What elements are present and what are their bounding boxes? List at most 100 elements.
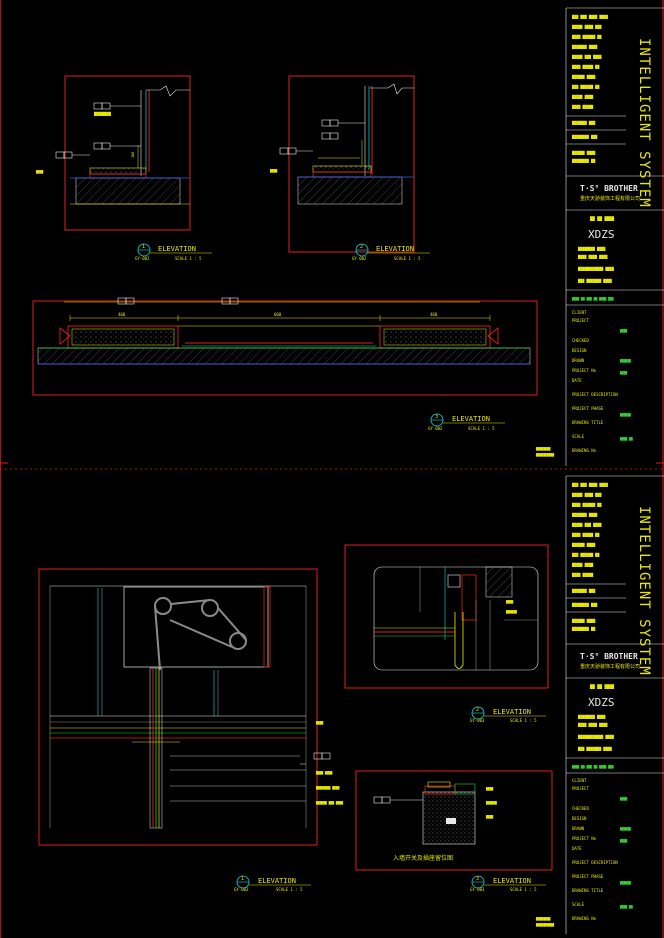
svg-text:██████ ████: ██████ ████ <box>571 618 596 623</box>
svg-text:██████: ██████ <box>485 801 497 805</box>
callout-label: ELEVATION <box>493 877 531 885</box>
svg-text:██████████: ██████████ <box>535 453 554 457</box>
field-scale: SCALE <box>572 902 585 907</box>
svg-text:█████ ███ ████: █████ ███ ████ <box>571 522 602 527</box>
svg-text:█████ ████ ███: █████ ████ ███ <box>571 492 602 497</box>
field-drawn: DRAWN <box>572 358 585 363</box>
sheet1-footnote: ████████ ██████████ <box>535 447 554 457</box>
svg-text:███ ███████ ████: ███ ███████ ████ <box>577 278 613 283</box>
field-phase: PROJECT PHASE <box>572 406 604 411</box>
callout-number: 1 <box>142 244 145 250</box>
field-description: PROJECT DESCRIPTION <box>572 392 618 397</box>
svg-text:████ █████: ████ █████ <box>571 572 594 577</box>
svg-text:█████ ████: █████ ████ <box>571 94 594 99</box>
svg-text:██████ ████: ██████ ████ <box>571 542 596 547</box>
detail-1-frame: ████████ ████ 100 <box>35 75 191 231</box>
field-drawing-no: DRAWING No <box>572 448 597 453</box>
svg-text:████ █████ ██: ████ █████ ██ <box>571 64 600 69</box>
callout-number: 3 <box>435 414 438 420</box>
title-block-sheet1: ███ ███ ████ ████ █████ ████ ███ ████ ██… <box>565 7 664 466</box>
svg-text:████████: ████████ <box>535 447 551 451</box>
svg-text:████ ██: ████ ██ <box>619 437 633 441</box>
svg-text:████████ ███: ████████ ███ <box>571 134 598 139</box>
field-date: DATE <box>572 378 582 383</box>
svg-text:██████: ██████ <box>619 359 631 363</box>
callout-code: GY-003 <box>234 887 249 892</box>
svg-text:████: ████ <box>35 170 43 174</box>
callout-1-sheet1: 1 ELEVATION GY-002 SCALE 1 : 5 <box>135 243 212 261</box>
svg-text:██████: ██████ <box>505 610 517 614</box>
svg-text:███████ ███: ███████ ███ <box>571 120 596 125</box>
svg-text:██ ██ ████: ██ ██ ████ <box>589 216 615 221</box>
field-checked: CHECKED <box>572 806 589 811</box>
svg-text:████: ████ <box>619 329 627 333</box>
callout-3-sheet1: 3 ELEVATION GY-002 SCALE 1 : 5 <box>428 413 505 431</box>
svg-text:██████: ██████ <box>619 413 631 417</box>
field-design: DESIGN <box>572 816 587 821</box>
svg-text:████████: ████████ <box>535 917 551 921</box>
field-description: PROJECT DESCRIPTION <box>572 860 618 865</box>
title-block-sheet2: ███ ███ ████ ████ █████ ████ ███ ████ ██… <box>565 475 664 934</box>
svg-text:███ ███████ ████: ███ ███████ ████ <box>577 746 613 751</box>
svg-text:██████ ████: ██████ ████ <box>571 74 596 79</box>
field-design: DESIGN <box>572 348 587 353</box>
svg-text:████: ████ <box>485 787 493 791</box>
svg-text:██████ ███ ████: ██████ ███ ████ <box>315 801 343 805</box>
callout-label: ELEVATION <box>376 245 414 253</box>
project-tag: XDZS <box>588 228 615 241</box>
detail-note: 入墙开关及插座留位图 <box>393 854 453 862</box>
field-drawing-no: DRAWING No <box>572 916 597 921</box>
detail-3-frame: 400 600 400 <box>32 297 538 396</box>
field-date: DATE <box>572 846 582 851</box>
svg-text:████ ████: ████ ████ <box>315 771 332 775</box>
field-drawn: DRAWN <box>572 826 585 831</box>
svg-text:████: ████ <box>269 169 277 173</box>
company-name: 重庆天骄装饰工程有限公司 <box>580 663 640 670</box>
callout-code: GY-002 <box>352 256 367 261</box>
svg-text:████ ████ ████: ████ ████ ████ <box>577 722 608 727</box>
svg-text:████ ██████ ██: ████ ██████ ██ <box>571 34 602 39</box>
company-logo: T·S° BROTHER <box>580 652 638 661</box>
svg-text:██████ ████: ██████ ████ <box>571 150 596 155</box>
svg-text:███ ██████ ██: ███ ██████ ██ <box>571 84 600 89</box>
svg-text:████: ████ <box>505 600 513 604</box>
svg-text:████ ██ ███ ██ ████ ███: ████ ██ ███ ██ ████ ███ <box>571 297 614 301</box>
callout-label: ELEVATION <box>258 877 296 885</box>
svg-text:████: ████ <box>619 839 627 843</box>
callout-code: GY-002 <box>428 426 443 431</box>
svg-text:██████: ██████ <box>619 881 631 885</box>
svg-text:████████ ████: ████████ ████ <box>577 246 606 251</box>
field-title: DRAWING TITLE <box>572 888 604 893</box>
svg-text:████████ ██: ████████ ██ <box>571 158 596 163</box>
field-client: CLIENT <box>572 778 587 783</box>
svg-text:████████ ███: ████████ ███ <box>571 602 598 607</box>
callout-code: GY-003 <box>470 718 485 723</box>
callout-scale: SCALE 1 : 5 <box>276 887 303 892</box>
field-checked: CHECKED <box>572 338 589 343</box>
callout-3-sheet2: 3 ELEVATION GY-003 SCALE 1 : 5 <box>470 875 546 892</box>
callout-label: ELEVATION <box>158 245 196 253</box>
svg-text:██████: ██████ <box>619 827 631 831</box>
callout-number: 3 <box>476 876 479 882</box>
svg-text:████████: ████████ <box>93 111 112 116</box>
callout-code: GY-003 <box>470 887 485 892</box>
field-project-no: PROJECT No <box>572 836 597 841</box>
field-project: PROJECT <box>572 318 589 323</box>
svg-text:████: ████ <box>315 721 323 725</box>
callout-scale: SCALE 1 : 5 <box>510 887 537 892</box>
dim-center: 600 <box>274 312 282 317</box>
svg-text:███ ███ ████ ████: ███ ███ ████ ████ <box>571 14 609 19</box>
company-logo: T·S° BROTHER <box>580 184 638 193</box>
detail-2-frame: ████ <box>269 75 415 253</box>
callout-code: GY-002 <box>135 256 150 261</box>
field-title: DRAWING TITLE <box>572 420 604 425</box>
svg-text:100: 100 <box>131 152 135 158</box>
svg-text:████████ ████: ████████ ████ <box>315 786 340 790</box>
callout-scale: SCALE 1 : 5 <box>394 256 421 261</box>
svg-text:███ ██████ ██: ███ ██████ ██ <box>571 552 600 557</box>
svg-text:████ ██: ████ ██ <box>619 905 633 909</box>
callout-2-sheet2: 2 ELEVATION GY-003 SCALE 1 : 5 <box>470 706 546 723</box>
svg-text:████ ██████ ██: ████ ██████ ██ <box>571 502 602 507</box>
svg-text:████████ ████: ████████ ████ <box>577 714 606 719</box>
